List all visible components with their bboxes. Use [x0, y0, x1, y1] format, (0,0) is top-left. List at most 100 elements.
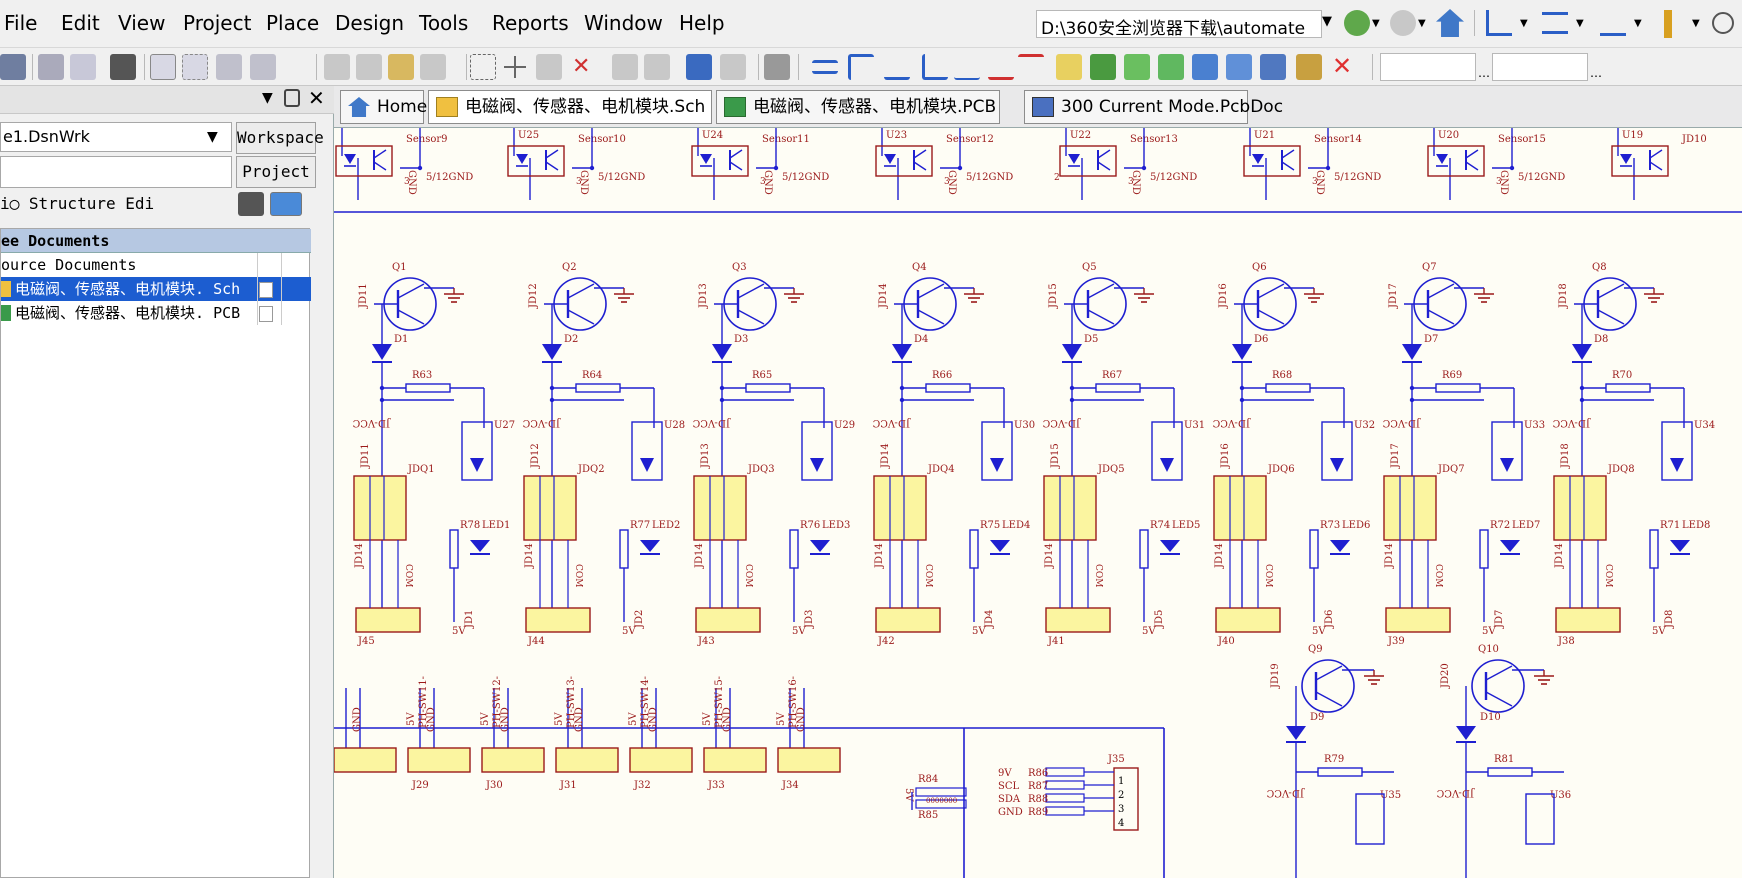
- menu-place[interactable]: Place: [266, 11, 320, 35]
- menu-window[interactable]: Window: [584, 11, 663, 35]
- home-icon[interactable]: [1436, 9, 1464, 37]
- place-bus-icon[interactable]: [848, 54, 874, 80]
- resistor-label: R87: [1028, 781, 1048, 792]
- print-icon[interactable]: [38, 54, 64, 80]
- chevron-down-icon[interactable]: ▼: [1634, 18, 1642, 29]
- transistor: [1087, 309, 1115, 325]
- save-icon[interactable]: [0, 54, 26, 80]
- rubber-stamp-icon[interactable]: [420, 54, 446, 80]
- gnd-label: 5/12GND: [598, 172, 645, 183]
- move-icon[interactable]: [502, 54, 528, 80]
- vcc-port-icon[interactable]: [1018, 54, 1044, 80]
- chevron-down-icon[interactable]: ▼: [207, 129, 218, 145]
- no-erc-icon[interactable]: ✕: [1332, 52, 1353, 80]
- panel-menu-icon[interactable]: ▼: [262, 90, 273, 106]
- five-v-label: 5V: [452, 626, 466, 637]
- bus-tool-icon[interactable]: [1542, 12, 1568, 34]
- menu-reports[interactable]: Reports: [492, 11, 569, 35]
- transistor: [567, 309, 595, 325]
- optocoupler-led: [1160, 458, 1174, 472]
- jd-label: JD1: [464, 610, 475, 629]
- tab-home[interactable]: Home: [340, 90, 427, 124]
- compile-icon[interactable]: [764, 54, 790, 80]
- tab-pcbdoc[interactable]: 300 Current Mode.PcbDoc: [1024, 90, 1283, 124]
- chevron-down-icon[interactable]: ▼: [1418, 18, 1426, 29]
- select-area-icon[interactable]: [470, 54, 496, 80]
- menu-help[interactable]: Help: [679, 11, 725, 35]
- tree-divider: [281, 253, 282, 325]
- layers-icon[interactable]: [238, 192, 264, 216]
- wire-corner-icon[interactable]: [922, 54, 948, 80]
- off-sheet-icon[interactable]: [1296, 54, 1322, 80]
- back-icon[interactable]: [1344, 10, 1370, 36]
- connector: [777, 747, 841, 773]
- harness-entry-icon[interactable]: [1226, 54, 1252, 80]
- chevron-down-icon[interactable]: ▼: [1372, 18, 1380, 29]
- place-part-icon[interactable]: [1056, 54, 1082, 80]
- pin-icon[interactable]: [1664, 10, 1672, 38]
- project-field[interactable]: [0, 156, 232, 188]
- place-sheet-icon[interactable]: [1090, 54, 1116, 80]
- workspace-field[interactable]: e1.DsnWrk ▼: [0, 122, 232, 152]
- more-icon[interactable]: …: [1590, 66, 1602, 80]
- zoom-area-icon[interactable]: [182, 54, 208, 80]
- port-tool-icon[interactable]: [1260, 54, 1286, 80]
- zoom-icon[interactable]: [216, 54, 242, 80]
- layers-icon[interactable]: [110, 54, 136, 80]
- place-wire-icon[interactable]: [812, 60, 838, 74]
- project-button[interactable]: Project: [236, 156, 316, 188]
- zoom-fit-icon[interactable]: [150, 54, 176, 80]
- path-combo[interactable]: D:\360安全浏览器下载\automate: [1036, 10, 1322, 38]
- paste-icon[interactable]: [388, 54, 414, 80]
- forward-icon[interactable]: [1390, 10, 1416, 36]
- deselect-icon[interactable]: ✕: [572, 54, 591, 79]
- project-options-icon[interactable]: [270, 192, 302, 216]
- net-label-icon[interactable]: [954, 54, 980, 80]
- menu-tools[interactable]: Tools: [419, 11, 469, 35]
- resistor-label: R66: [932, 370, 952, 381]
- chevron-down-icon[interactable]: ▼: [1692, 18, 1700, 29]
- resistor: [789, 529, 799, 569]
- undo-icon[interactable]: [612, 54, 638, 80]
- tree-item-pcb[interactable]: 电磁阀、传感器、电机模块. PCB: [1, 301, 311, 325]
- cut-icon[interactable]: [324, 54, 350, 80]
- filter-combo-2[interactable]: [1492, 53, 1588, 81]
- tree-item-sch[interactable]: 电磁阀、传感器、电机模块. Sch: [1, 277, 311, 301]
- more-icon[interactable]: …: [1478, 66, 1490, 80]
- wire-tool-icon[interactable]: [1486, 10, 1512, 36]
- chevron-down-icon[interactable]: ▼: [1520, 18, 1528, 29]
- tab-schematic[interactable]: 电磁阀、传感器、电机模块.Sch: [428, 90, 712, 124]
- menu-project[interactable]: Project: [183, 11, 252, 35]
- unit-label: U34: [1694, 420, 1715, 431]
- gnd-label: 5/12GND: [782, 172, 829, 183]
- harness-icon[interactable]: [1192, 54, 1218, 80]
- resistor: [969, 529, 979, 569]
- workspace-button[interactable]: Workspace: [236, 122, 324, 154]
- sheet-entry-icon[interactable]: [1124, 54, 1150, 80]
- close-icon[interactable]: ✕: [308, 86, 325, 110]
- filter-combo-1[interactable]: [1380, 53, 1476, 81]
- gnd-port-icon[interactable]: [988, 54, 1014, 80]
- tab-pcb[interactable]: 电磁阀、传感器、电机模块.PCB: [716, 90, 1000, 124]
- zoom-select-icon[interactable]: [250, 54, 276, 80]
- print-preview-icon[interactable]: [70, 54, 96, 80]
- menu-view[interactable]: View: [118, 11, 166, 35]
- chevron-down-icon[interactable]: ▼: [1322, 14, 1332, 29]
- port-icon[interactable]: [1712, 12, 1734, 34]
- cross-probe-icon[interactable]: [686, 54, 712, 80]
- copy-icon[interactable]: [356, 54, 382, 80]
- menu-edit[interactable]: Edit: [61, 11, 100, 35]
- pin-icon[interactable]: [284, 89, 300, 107]
- source-documents-folder[interactable]: ource Documents: [1, 253, 311, 277]
- ground-icon[interactable]: [1600, 10, 1626, 36]
- select-icon[interactable]: [536, 54, 562, 80]
- browse-icon[interactable]: [720, 54, 746, 80]
- menu-file[interactable]: File: [4, 11, 38, 35]
- chevron-down-icon[interactable]: ▼: [1576, 18, 1584, 29]
- redo-icon[interactable]: [644, 54, 670, 80]
- structure-editor-option[interactable]: i◯ Structure Edi: [0, 194, 155, 213]
- bus-entry-icon[interactable]: [884, 54, 910, 80]
- device-sheet-icon[interactable]: [1158, 54, 1184, 80]
- menu-design[interactable]: Design: [335, 11, 405, 35]
